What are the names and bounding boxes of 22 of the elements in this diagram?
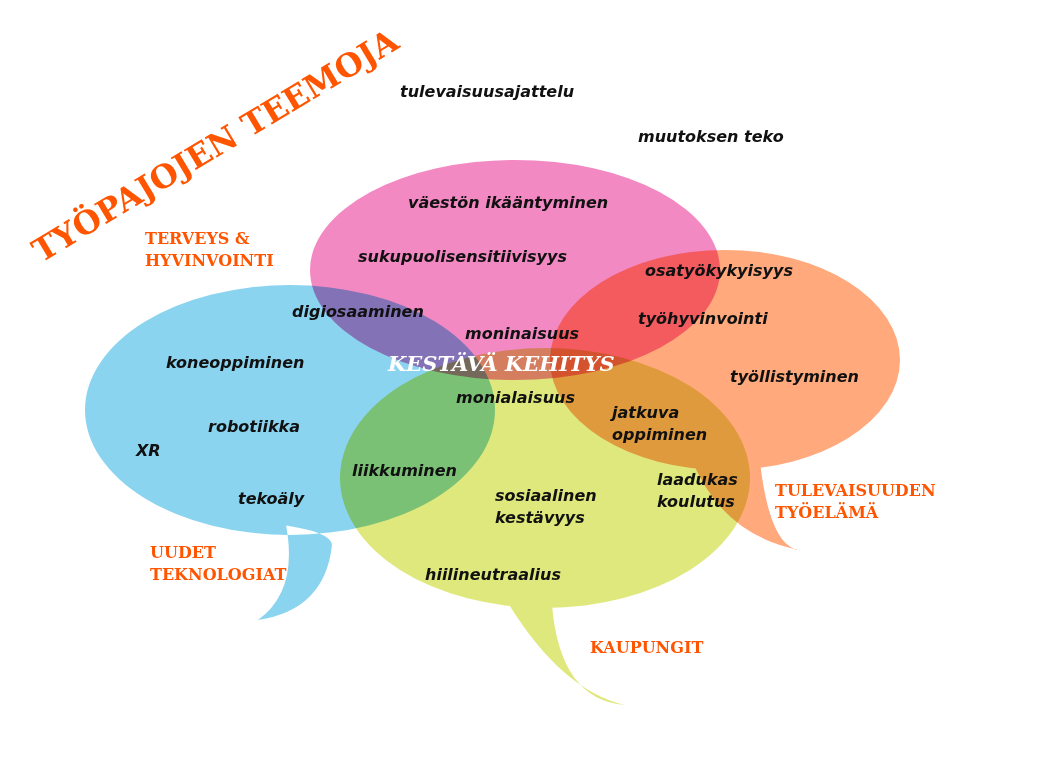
central-theme: KESTÄVÄ KEHITYS [388, 353, 615, 375]
theme-word: koneoppiminen [166, 352, 305, 374]
theme-word: tekoäly [238, 488, 305, 510]
theme-word: monialaisuus [456, 387, 575, 409]
theme-word: työllistyminen [730, 366, 859, 388]
theme-word: muutoksen teko [638, 126, 784, 148]
theme-word: moninaisuus [465, 323, 580, 345]
bubble-heading: TULEVAISUUDEN TYÖELÄMÄ [775, 480, 937, 524]
theme-word: osatyökykyisyys [645, 260, 793, 282]
theme-word: liikkuminen [352, 460, 457, 482]
theme-word: sosiaalinen kestävyys [495, 485, 598, 529]
bubble-heading: KAUPUNGIT [590, 637, 705, 659]
theme-word: tulevaisuusajattelu [400, 82, 574, 101]
theme-word: työhyvinvointi [638, 308, 768, 330]
theme-word: jatkuva oppiminen [612, 402, 709, 446]
theme-word: laadukas koulutus [657, 469, 739, 513]
theme-word: XR [136, 440, 161, 462]
theme-word: robotiikka [208, 416, 301, 438]
theme-word: väestön ikääntyminen [408, 192, 609, 214]
bubble-heading: UUDET TEKNOLOGIAT [150, 542, 288, 586]
theme-word: hiilineutraalius [425, 564, 561, 586]
theme-word: sukupuolisensitiivisyys [358, 246, 567, 268]
